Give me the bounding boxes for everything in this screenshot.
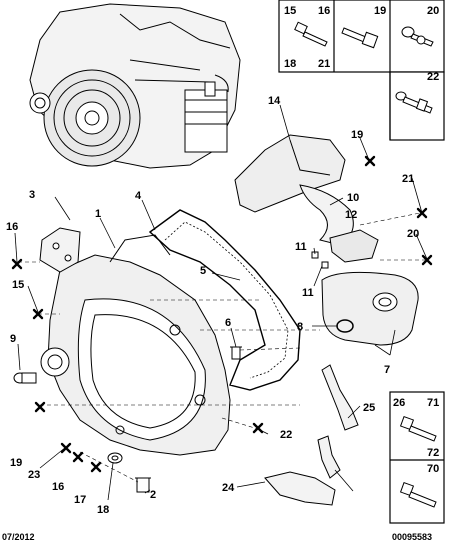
callout-11a: 11 (295, 241, 307, 253)
fastener-table-bottom: 26 71 72 70 (389, 391, 445, 524)
filter-bracket-illustration (329, 229, 379, 263)
callout-22: 23 (28, 469, 40, 481)
box-label-21: 21 (318, 58, 330, 70)
fastener-table-top: 15 16 18 21 19 20 22 (278, 0, 445, 141)
box-label-16: 16 (318, 5, 330, 17)
box-label-22: 22 (427, 71, 439, 83)
hex-bolt-icon (341, 27, 379, 49)
drain-plug-illustration (135, 477, 151, 493)
callout-18: 19 (10, 457, 22, 469)
callout-2: 2 (150, 489, 156, 501)
assembly-axis-lines (18, 212, 425, 483)
callout-16b: 16 (52, 481, 64, 493)
bracket-illustration (39, 227, 81, 273)
cover-plate-23-illustration (264, 471, 336, 506)
callout-15: 15 (12, 279, 24, 291)
callout-16a: 16 (6, 221, 18, 233)
stud-bolt-icon (395, 91, 433, 114)
gasket-illustration (148, 209, 301, 391)
heat-shield-illustration (234, 134, 346, 213)
callout-10: 10 (347, 192, 359, 204)
support-bracket-25-illustration (317, 435, 341, 479)
gearbox-assembly-illustration (29, 3, 241, 169)
callout-1: 1 (95, 208, 101, 220)
callout-6: 6 (225, 317, 231, 329)
callout-24: 25 (363, 402, 375, 414)
bolt-9-illustration (13, 372, 37, 384)
callout-17: 18 (97, 504, 109, 516)
hex-flange-bolt-icon (399, 481, 437, 508)
callout-4: 4 (135, 190, 142, 202)
box-label-71: 71 (427, 397, 439, 409)
callout-9: 9 (10, 333, 16, 345)
callout-19b: 20 (407, 228, 419, 240)
support-bracket-24-illustration (321, 364, 359, 431)
callout-11b: 11 (302, 287, 314, 299)
callout-16c: 17 (74, 494, 86, 506)
box-label-19: 19 (374, 5, 386, 17)
fastener-markers (11, 155, 433, 473)
callout-labels: 1 2 3 4 5 6 7 8 9 10 11 11 12 14 15 16 1… (6, 95, 419, 516)
callout-8: 8 (297, 321, 303, 333)
callout-20: 21 (402, 173, 414, 185)
leader-lines (14, 104, 428, 501)
callout-5: 5 (200, 265, 206, 277)
shouldered-bolt-icon (401, 26, 434, 47)
oil-filter-illustration (321, 271, 419, 346)
box-label-18: 18 (284, 58, 296, 70)
footer-date: 07/2012 (2, 532, 35, 542)
box-label-70: 70 (427, 463, 439, 475)
callout-7: 7 (384, 364, 390, 376)
callout-19a: 19 (351, 129, 363, 141)
callout-12: 12 (345, 209, 357, 221)
box-label-26: 26 (393, 397, 405, 409)
box-label-72: 72 (427, 447, 439, 459)
footer-reference: 00095583 (392, 532, 433, 542)
callout-23: 24 (222, 482, 235, 494)
washer-illustration (107, 452, 123, 464)
callout-3: 3 (29, 189, 35, 201)
flange-bolt-icon (294, 21, 328, 47)
callout-21: 22 (280, 429, 292, 441)
box-label-20: 20 (427, 5, 439, 17)
box-label-15: 15 (284, 5, 296, 17)
callout-14: 14 (268, 95, 281, 107)
flange-bolt-icon (399, 415, 437, 442)
clip-illustration (321, 261, 329, 269)
bolt-6-illustration (230, 346, 242, 360)
